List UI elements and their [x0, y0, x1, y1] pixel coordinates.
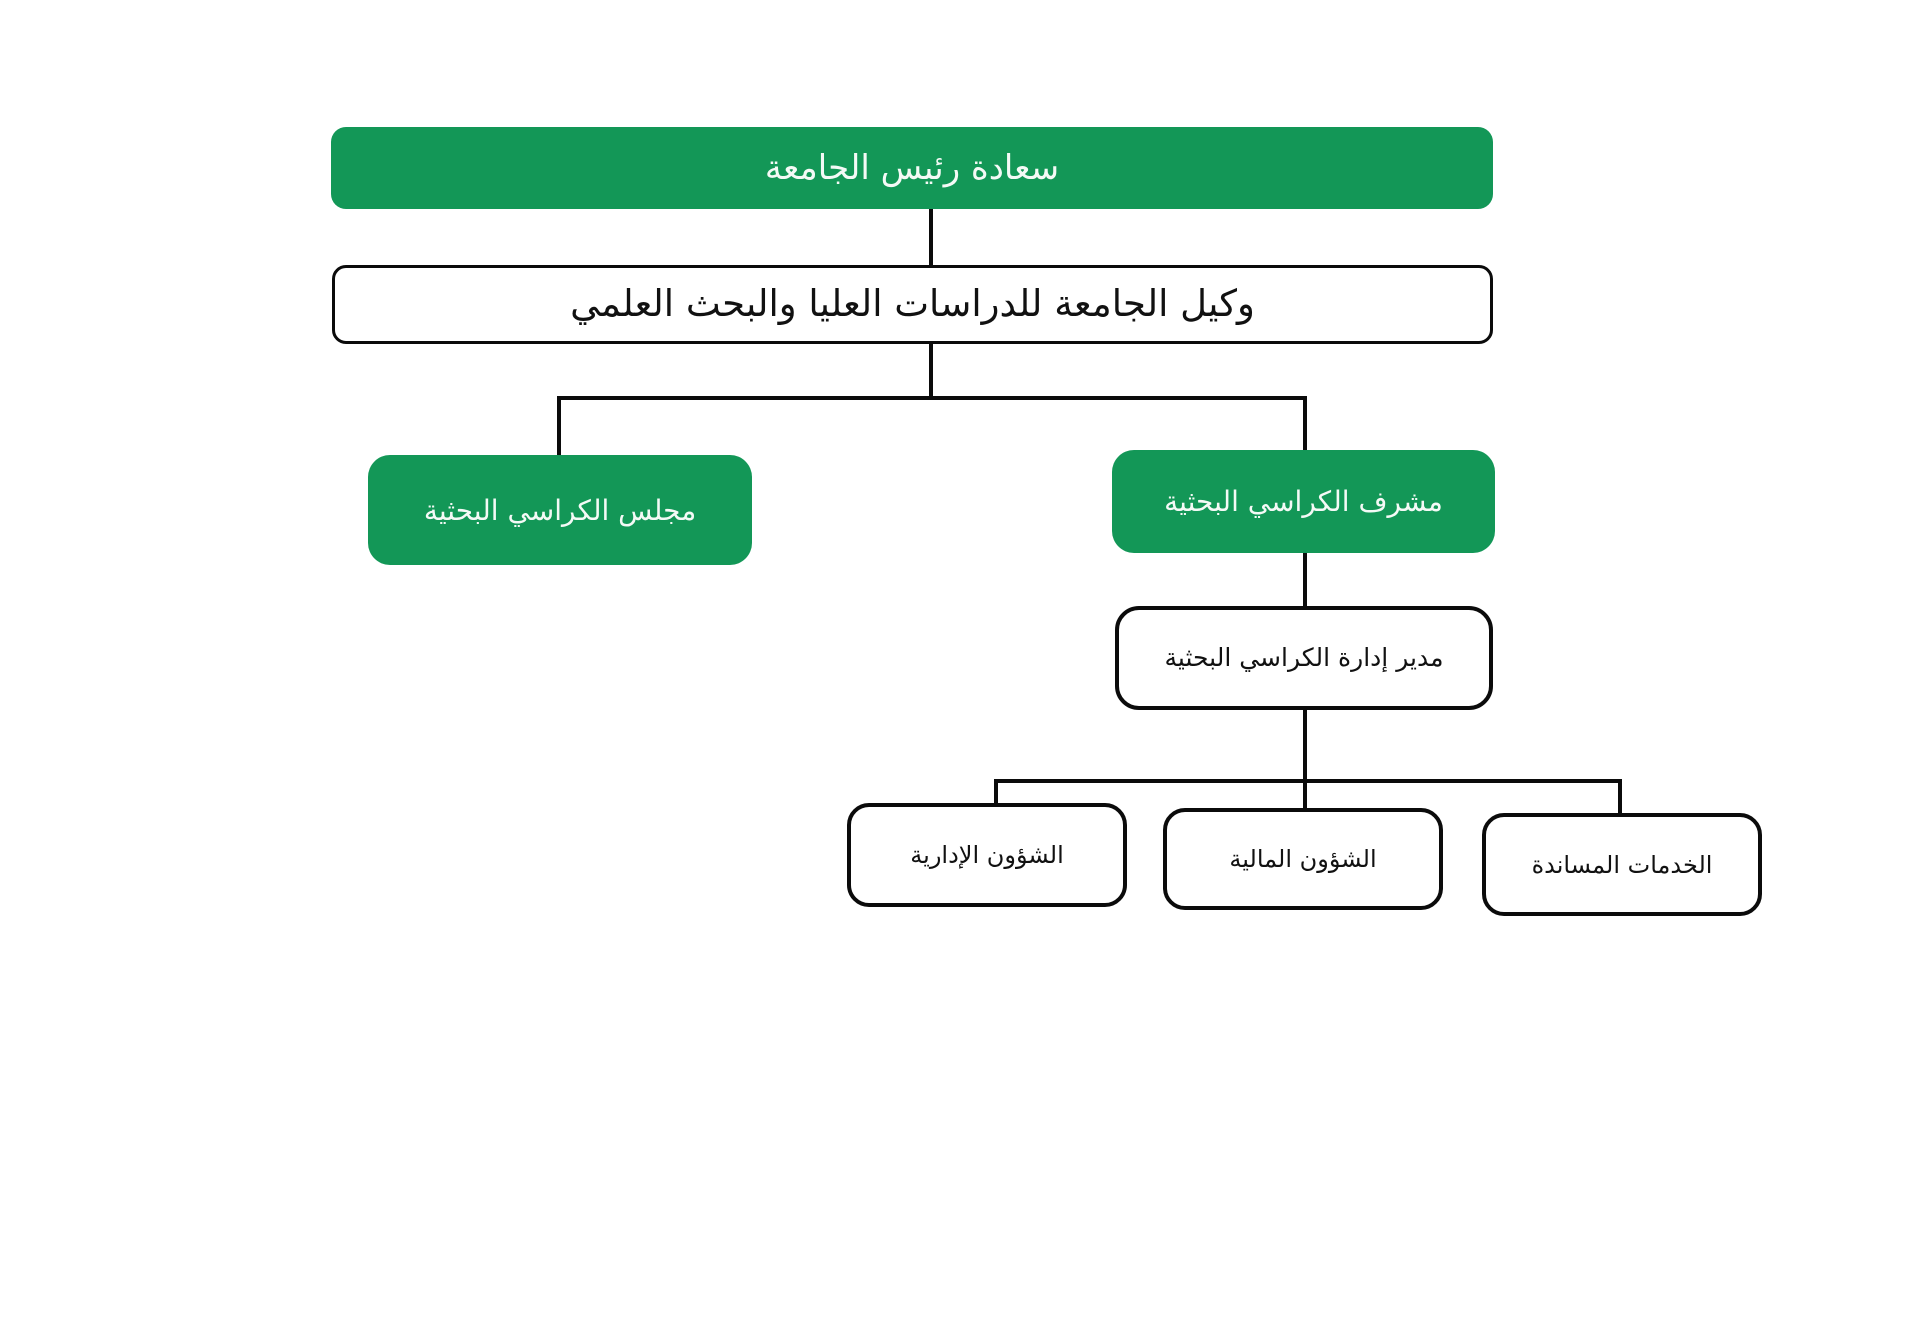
org-node-chairs-council-label: مجلس الكراسي البحثية — [423, 493, 697, 527]
org-node-admin-affairs: الشؤون الإدارية — [847, 803, 1127, 907]
connector-director-stem — [1303, 710, 1307, 783]
connector-to-support-services — [1618, 779, 1622, 815]
org-node-chairs-admin-director: مدير إدارة الكراسي البحثية — [1115, 606, 1493, 710]
org-node-chairs-supervisor-label: مشرف الكراسي البحثية — [1164, 485, 1443, 518]
org-node-chairs-council: مجلس الكراسي البحثية — [368, 455, 752, 565]
org-node-vice-president-label: وكيل الجامعة للدراسات العليا والبحث العل… — [570, 282, 1255, 326]
org-node-support-services-label: الخدمات المساندة — [1531, 850, 1713, 879]
org-node-vice-president: وكيل الجامعة للدراسات العليا والبحث العل… — [332, 265, 1493, 344]
org-node-support-services: الخدمات المساندة — [1482, 813, 1762, 916]
org-node-chairs-admin-director-label: مدير إدارة الكراسي البحثية — [1164, 643, 1444, 673]
connector-supervisor-director — [1303, 553, 1307, 608]
connector-vice-stem — [929, 344, 933, 400]
org-node-financial-affairs-label: الشؤون المالية — [1229, 845, 1377, 873]
connector-to-admin-affairs — [994, 779, 998, 805]
org-node-financial-affairs: الشؤون المالية — [1163, 808, 1443, 910]
connector-level3-rail — [557, 396, 1307, 400]
connector-to-supervisor — [1303, 396, 1307, 452]
org-node-president-label: سعادة رئيس الجامعة — [764, 147, 1060, 188]
connector-level5-rail — [994, 779, 1622, 783]
connector-to-financial-affairs — [1303, 779, 1307, 810]
connector-president-vice — [929, 209, 933, 267]
org-node-admin-affairs-label: الشؤون الإدارية — [910, 841, 1064, 869]
org-node-chairs-supervisor: مشرف الكراسي البحثية — [1112, 450, 1495, 553]
connector-to-council — [557, 396, 561, 457]
org-node-president: سعادة رئيس الجامعة — [331, 127, 1493, 209]
